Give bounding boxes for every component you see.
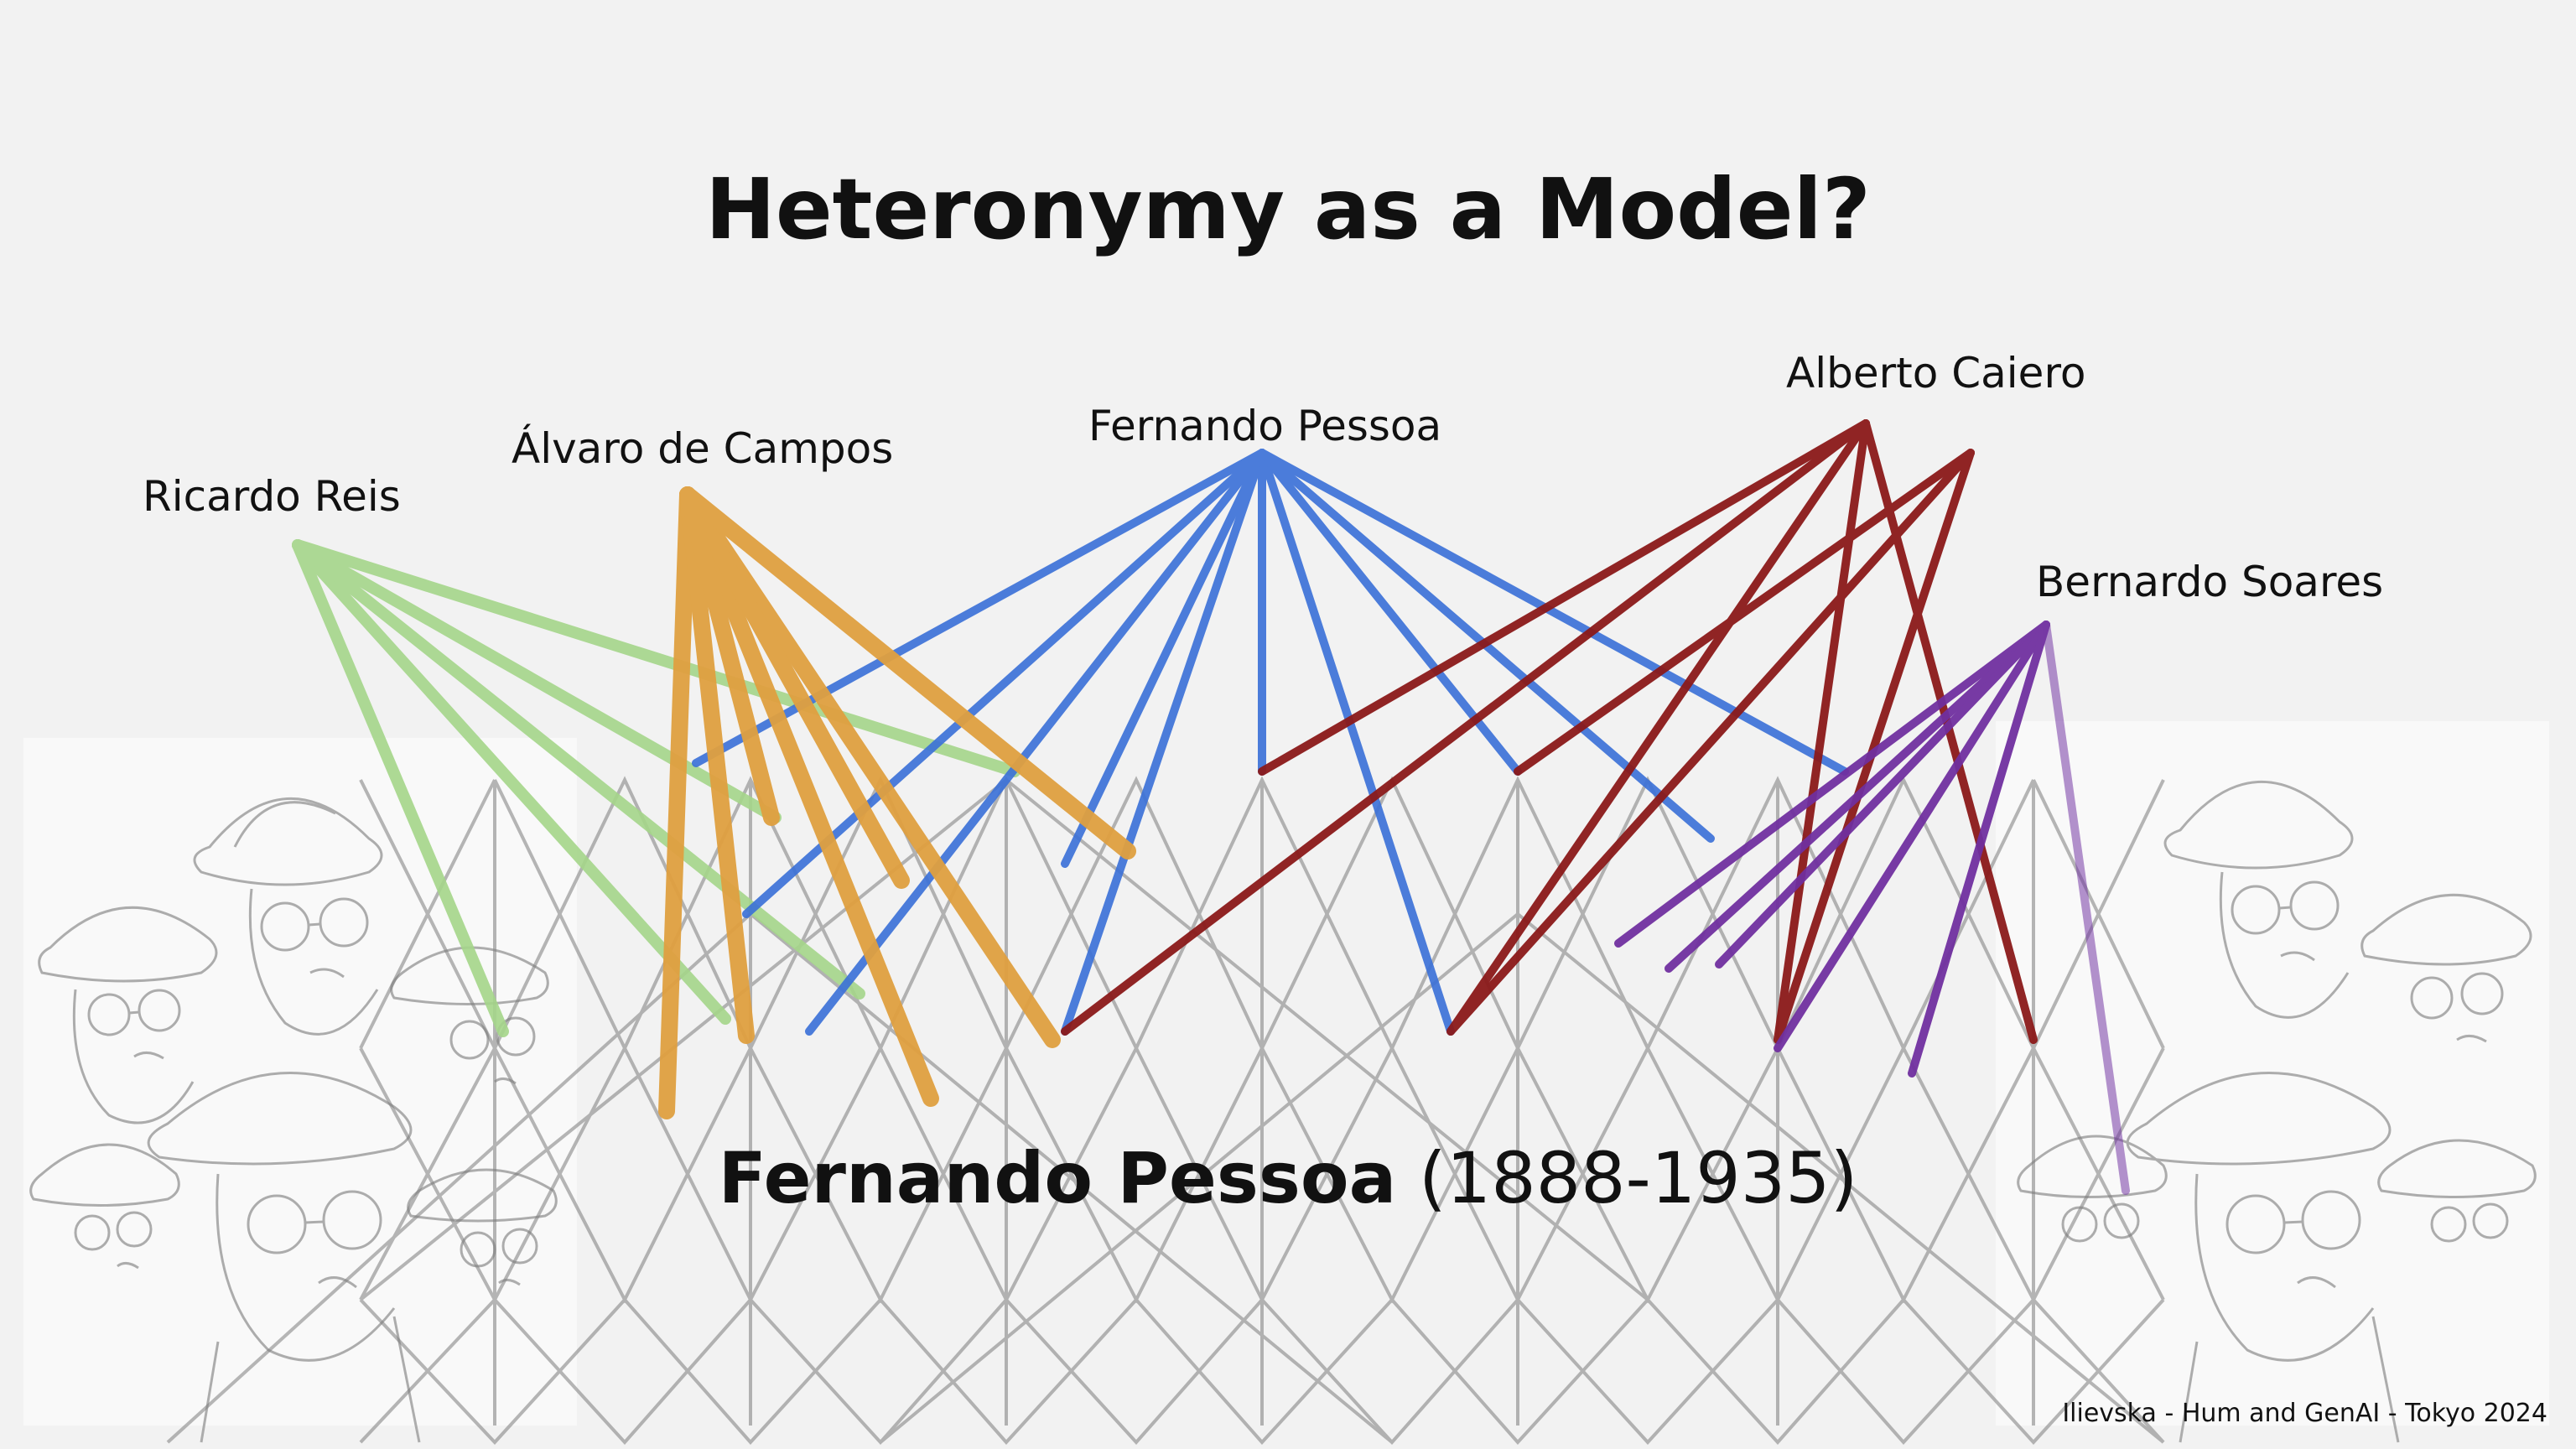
alvaro-de-campos-connections	[658, 486, 1136, 1119]
author-caption: Fernando Pessoa (1888-1935)	[0, 1132, 2576, 1224]
slide-title: Heteronymy as a Model?	[705, 160, 1871, 258]
author-years: (1888-1935)	[1396, 1137, 1858, 1219]
pessoa-portrait-sketch-icon	[29, 797, 558, 1443]
label-alvaro-de-campos: Álvaro de Campos	[512, 424, 894, 473]
label-fernando-pessoa: Fernando Pessoa	[1088, 402, 1442, 450]
pessoa-portrait-sketch-icon	[2017, 781, 2537, 1443]
author-name: Fernando Pessoa	[718, 1137, 1397, 1219]
label-bernardo-soares: Bernardo Soares	[2036, 558, 2384, 606]
ricardo-reis-connections	[292, 539, 1021, 1037]
neural-lattice	[166, 776, 2165, 1445]
bernardo-soares-connections	[1614, 621, 2130, 1195]
slide-credit: Ilievska - Hum and GenAI - Tokyo 2024	[2062, 1399, 2547, 1428]
label-ricardo-reis: Ricardo Reis	[143, 472, 401, 521]
alberto-caiero-connections	[1061, 419, 2038, 1044]
label-alberto-caiero: Alberto Caiero	[1786, 349, 2086, 397]
